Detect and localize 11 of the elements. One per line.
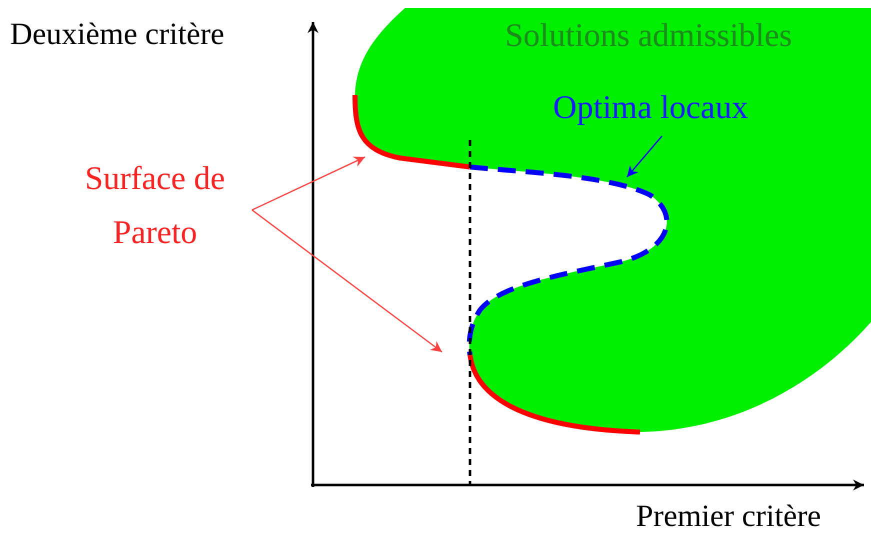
leader-arrow	[252, 156, 366, 211]
region-label: Solutions admissibles	[505, 18, 792, 55]
leader-arrow	[626, 136, 662, 178]
pareto-front-curve	[468, 354, 640, 434]
annotation-label: Optima locaux	[553, 90, 748, 127]
axis-label: Premier critère	[636, 498, 822, 534]
leader-arrow	[252, 209, 442, 353]
annotation-label: Surface de Pareto	[60, 152, 250, 260]
axis-label: Deuxième critère	[10, 16, 224, 52]
pareto-front-curve	[352, 94, 470, 170]
local-optima-curve	[466, 164, 670, 356]
